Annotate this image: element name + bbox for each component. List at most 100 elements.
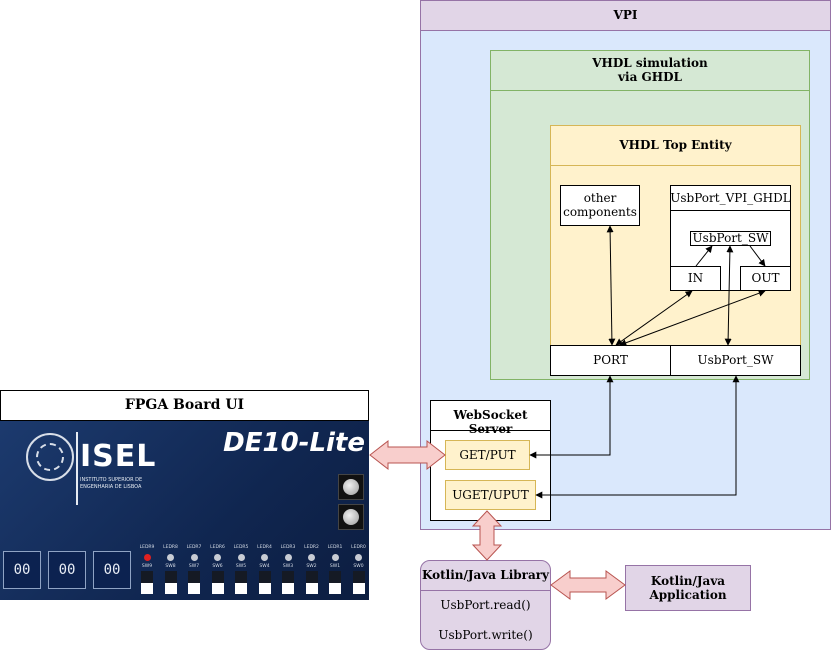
top-entity-divider (550, 165, 801, 166)
slide-switch-knob (235, 583, 247, 594)
switch-label: SW4 (259, 564, 270, 569)
get-put-label: GET/PUT (459, 448, 516, 462)
connector-out-port (619, 289, 766, 347)
led-indicator (308, 554, 315, 561)
application-line2: Application (649, 588, 727, 602)
library-method-write: UsbPort.write() (438, 628, 533, 642)
slide-switch-knob (188, 583, 200, 594)
board-name: DE10-Lite (223, 428, 365, 458)
block-arrow-board-websocket (369, 439, 446, 471)
block-arrow-library-application (550, 570, 626, 600)
led-indicator (214, 554, 221, 561)
out-label: OUT (751, 271, 780, 285)
isel-logo-emblem-inner (36, 443, 64, 471)
seven-segment-display (48, 551, 86, 589)
port-label: PORT (593, 353, 628, 367)
slide-switch-knob (211, 583, 224, 594)
isel-logo-emblem (26, 433, 74, 481)
seven-segment-value: 00 (58, 562, 76, 578)
led-label: LEDR9 (139, 545, 155, 550)
connector-port-getput (529, 375, 614, 459)
connector-in-inner (695, 245, 713, 267)
led-label: LEDR7 (186, 545, 202, 550)
led-indicator (167, 554, 174, 561)
led-label: LEDR3 (280, 545, 296, 550)
vpi-header (420, 0, 831, 31)
connector-inner-out (749, 245, 766, 267)
other-components-box (560, 185, 640, 226)
connector-sw-bar (724, 245, 734, 346)
switch-label: SW8 (165, 564, 176, 569)
isel-logo-sub1: INSTITUTO SUPERIOR DE (80, 477, 143, 483)
isel-logo-text: ISEL (80, 439, 157, 474)
slide-switch-knob (141, 583, 153, 594)
get-put-box (445, 440, 530, 470)
seven-segment-value: 00 (13, 562, 31, 578)
led-indicator (355, 554, 362, 561)
led-label: LEDR5 (233, 545, 249, 550)
other-components-line1: other (583, 191, 617, 205)
inner-usbport-sw-label: UsbPort_SW (692, 231, 769, 245)
usbport-sw-bar-box (670, 345, 801, 376)
led-label: LEDR6 (210, 545, 225, 550)
led-indicator (261, 554, 268, 561)
fpga-title-box (0, 390, 369, 421)
switch-label: SW5 (235, 564, 247, 569)
connector-sw-ugetuput (535, 375, 740, 499)
out-box (740, 266, 791, 291)
led-indicator (143, 554, 151, 561)
slide-switch-knob (352, 583, 365, 594)
seven-segment-display (3, 551, 41, 589)
usbport-vpi-ghdl-divider (670, 210, 791, 211)
fpga-title: FPGA Board UI (124, 397, 245, 413)
top-entity-title: VHDL Top Entity (619, 138, 732, 152)
switch-label: SW6 (212, 564, 223, 569)
switch-label: SW2 (306, 564, 317, 569)
ghdl-title-line1: VHDL simulation (592, 56, 708, 70)
block-arrow-websocket-library (471, 510, 503, 561)
led-label: LEDR8 (163, 545, 178, 550)
switch-label: SW3 (282, 564, 294, 569)
uget-uput-label: UGET/UPUT (452, 488, 529, 502)
library-title: Kotlin/Java Library (421, 568, 550, 582)
usbport-sw-bar-label: UsbPort_SW (697, 353, 774, 367)
application-box (625, 565, 751, 611)
led-label: LEDR4 (257, 545, 272, 550)
library-method-read: UsbPort.read() (440, 598, 531, 612)
ghdl-title-line2: via GHDL (618, 70, 682, 84)
in-box (670, 266, 721, 291)
websocket-server-title: WebSocket Server (453, 408, 528, 436)
push-button-key0-cap (343, 509, 359, 525)
uget-uput-box (445, 480, 536, 510)
led-indicator (190, 554, 198, 561)
other-components-line2: components (563, 205, 637, 219)
seven-segment-value: 00 (103, 562, 121, 578)
usbport-vpi-ghdl-title: UsbPort_VPI_GHDL (670, 191, 791, 205)
websocket-server-divider (430, 430, 551, 431)
isel-logo-divider (76, 432, 78, 505)
led-indicator (284, 554, 292, 561)
slide-switch-knob (329, 583, 341, 594)
slide-switch-knob (282, 583, 294, 594)
switch-label: SW0 (353, 564, 364, 569)
led-indicator (237, 554, 245, 561)
switch-label: SW9 (141, 564, 153, 569)
connector-other-port (606, 225, 616, 346)
led-label: LEDR1 (327, 545, 343, 550)
vpi-title: VPI (613, 8, 638, 22)
led-label: LEDR2 (304, 545, 319, 550)
library-divider (420, 590, 551, 591)
slide-switch-knob (305, 583, 318, 594)
push-button-key1-cap (343, 479, 359, 495)
ghdl-header-divider (490, 90, 810, 91)
led-label: LEDR0 (351, 545, 366, 550)
seven-segment-display (93, 551, 131, 589)
switch-label: SW7 (188, 564, 200, 569)
slide-switch-knob (258, 583, 271, 594)
isel-logo-sub2: ENGENHARIA DE LISBOA (80, 484, 142, 490)
in-label: IN (687, 271, 704, 285)
connector-in-port (615, 290, 693, 346)
library-box (420, 560, 551, 650)
switch-label: SW1 (329, 564, 341, 569)
